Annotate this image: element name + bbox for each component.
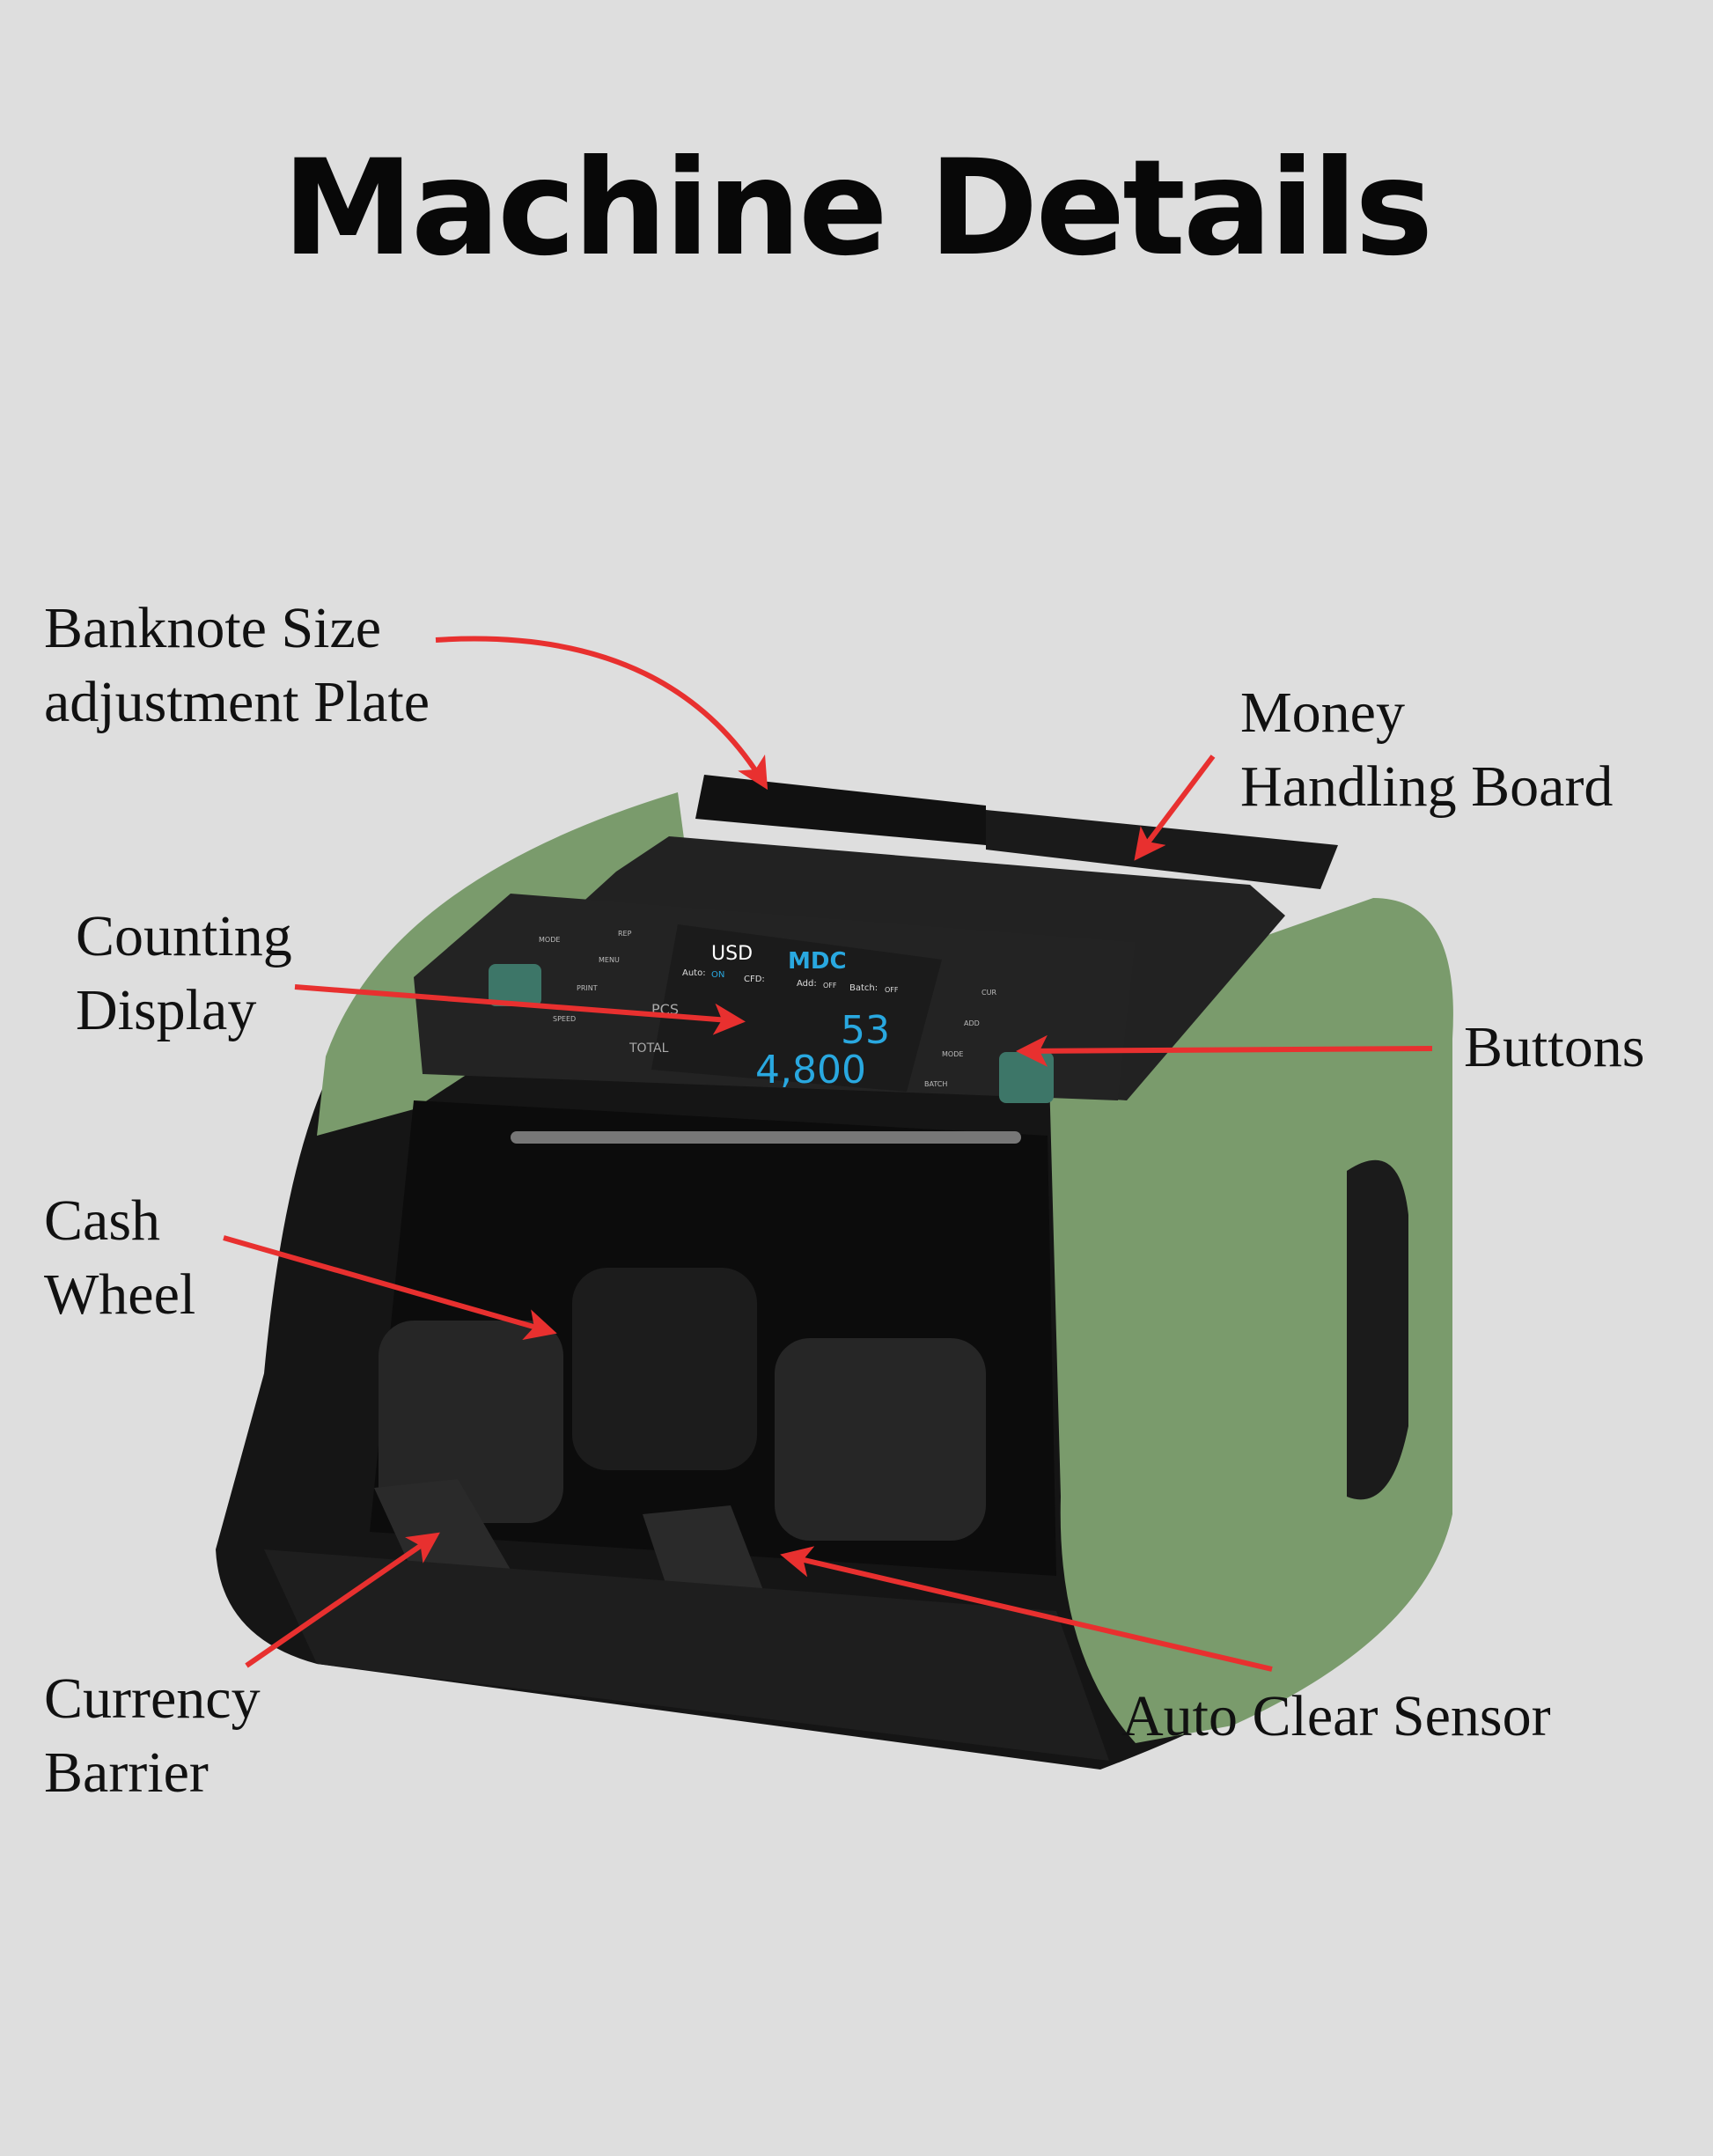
svg-text:SPEED: SPEED xyxy=(553,1015,576,1023)
label-auto-clear-sensor: Auto Clear Sensor xyxy=(1121,1684,1551,1748)
total-value: 4,800 xyxy=(755,1048,866,1093)
label-counting-display: Counting Display xyxy=(76,904,292,1042)
control-panel: USD MDC Auto: ON CFD: Add: OFF Batch: OF… xyxy=(414,894,1136,1103)
label-currency-barrier: Currency Barrier xyxy=(44,1667,261,1805)
arrow-money-handling xyxy=(1134,754,1216,861)
svg-text:OFF: OFF xyxy=(885,986,899,994)
svg-text:CUR: CUR xyxy=(981,989,996,997)
cash-wheel-left xyxy=(379,1321,563,1523)
display-mode: MDC xyxy=(788,948,847,975)
counting-display-screen xyxy=(651,924,942,1092)
front-tray xyxy=(264,1549,1109,1761)
side-grip xyxy=(1347,1159,1408,1500)
svg-text:PRINT: PRINT xyxy=(577,984,598,992)
label-money-handling: Money Handling Board xyxy=(1240,681,1614,819)
svg-text:ON: ON xyxy=(711,970,724,980)
svg-text:MENU: MENU xyxy=(599,956,620,964)
svg-text:REP: REP xyxy=(618,930,632,938)
svg-text:TOTAL: TOTAL xyxy=(629,1041,669,1056)
machine-side-right xyxy=(1048,898,1453,1743)
arrow-banknote-plate xyxy=(435,636,768,791)
display-currency: USD xyxy=(711,943,753,965)
cash-wheel-center xyxy=(572,1268,757,1470)
left-green-button[interactable] xyxy=(489,964,541,1006)
page-title: Machine Details xyxy=(282,132,1434,285)
label-cash-wheel: Cash Wheel xyxy=(44,1188,196,1327)
svg-text:Auto:: Auto: xyxy=(682,968,706,978)
arrow-cash-wheel xyxy=(223,1235,557,1341)
arrow-auto-clear xyxy=(780,1546,1273,1672)
arrow-currency-barrier xyxy=(245,1532,440,1668)
pcs-value: 53 xyxy=(841,1008,890,1053)
svg-text:MODE: MODE xyxy=(539,936,560,944)
svg-text:Add:: Add: xyxy=(797,979,817,989)
svg-text:BATCH: BATCH xyxy=(924,1080,947,1088)
svg-text:CFD:: CFD: xyxy=(744,975,765,984)
label-buttons: Buttons xyxy=(1464,1015,1645,1079)
arrow-counting-display xyxy=(294,984,746,1035)
right-green-button[interactable] xyxy=(999,1052,1054,1103)
cash-wheel-right xyxy=(775,1338,986,1541)
top-roller xyxy=(511,1131,1021,1144)
svg-text:ADD: ADD xyxy=(964,1019,980,1027)
svg-text:MODE: MODE xyxy=(942,1050,963,1058)
banknote-size-plate xyxy=(695,775,986,845)
svg-text:Batch:: Batch: xyxy=(849,983,878,993)
svg-text:OFF: OFF xyxy=(823,982,837,990)
label-banknote-size: Banknote Size adjustment Plate xyxy=(44,596,430,734)
arrow-buttons xyxy=(1016,1034,1433,1067)
